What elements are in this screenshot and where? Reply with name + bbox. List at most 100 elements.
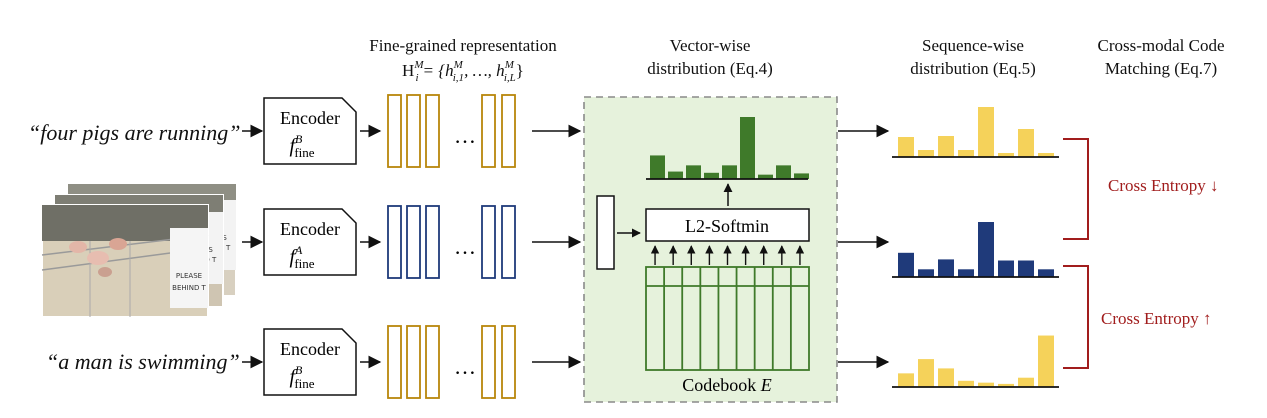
- token-vector: [406, 325, 421, 399]
- bracket-icon-bottom: [1063, 265, 1089, 369]
- video-frames-image: LEAS HIND T LEAS HIND T PLEASE BEHIND T: [41, 183, 237, 318]
- vector-wise-bars: [650, 117, 809, 179]
- l2-softmin-box: [645, 208, 810, 242]
- token-vector: [425, 205, 440, 279]
- module-dashed-box: [583, 96, 838, 403]
- sequence-bar: [978, 382, 994, 387]
- encoder-box: [263, 208, 357, 276]
- sequence-bar: [918, 150, 934, 157]
- ellipsis-icon: …: [454, 234, 476, 259]
- sequence-bar: [958, 269, 974, 277]
- token-vector: [481, 325, 496, 399]
- codebook-grid: [645, 266, 810, 371]
- vector-bar: [758, 174, 773, 179]
- vector-bar: [776, 165, 791, 179]
- sequence-wise-line2: distribution (Eq.5): [910, 59, 1036, 78]
- cross-modal-line2: Matching (Eq.7): [1105, 59, 1217, 78]
- vector-bar: [740, 117, 755, 179]
- cross-modal-line1: Cross-modal Code: [1097, 36, 1224, 55]
- encoder-label: Encoder: [280, 219, 340, 239]
- header-cross-modal: Cross-modal Code Matching (Eq.7): [1097, 36, 1224, 78]
- token-vector: [501, 325, 516, 399]
- cross-entropy-bottom: Cross Entropy ↑: [1101, 309, 1212, 328]
- video-frame-front: PLEASE BEHIND T: [41, 204, 209, 318]
- token-vector: [387, 325, 402, 399]
- sequence-bar: [938, 136, 954, 157]
- distribution-module: L2-Softmin Codebook E: [583, 96, 838, 403]
- sequence-bar: [1018, 260, 1034, 277]
- header-vector-wise: Vector-wise distribution (Eq.4): [647, 36, 773, 78]
- vector-bar: [668, 171, 683, 179]
- token-vector: [387, 94, 402, 168]
- sequence-bar: [998, 153, 1014, 157]
- token-vector: [406, 205, 421, 279]
- sequence-bar: [978, 222, 994, 277]
- ellipsis-icon: …: [454, 123, 476, 148]
- encoder-box: [263, 97, 357, 165]
- encoder-label: Encoder: [280, 339, 340, 359]
- sequence-bar: [918, 359, 934, 387]
- svg-text:PLEASE: PLEASE: [176, 272, 202, 280]
- sequence-bar: [998, 260, 1014, 277]
- sequence-bar: [1018, 377, 1034, 387]
- vector-bar: [704, 172, 719, 179]
- sequence-bar: [958, 380, 974, 387]
- codebook-label: Codebook E: [682, 375, 772, 395]
- query-vector-box: [596, 195, 615, 270]
- sequence-bar: [958, 150, 974, 157]
- token-vector: [501, 94, 516, 168]
- token-vector: [387, 205, 402, 279]
- sequence-bar: [1018, 129, 1034, 157]
- sequence-bar: [1038, 269, 1054, 277]
- vector-bar: [722, 165, 737, 179]
- token-vector: [481, 205, 496, 279]
- sequence-bar: [898, 373, 914, 387]
- encoder-label: Encoder: [280, 108, 340, 128]
- input-text-top: “four pigs are running”: [28, 120, 241, 145]
- sequence-bar: [978, 107, 994, 157]
- sequence-bars-mid: [892, 222, 1059, 278]
- vector-bar: [650, 155, 665, 179]
- token-vector: [425, 325, 440, 399]
- bracket-icon-top: [1063, 138, 1089, 240]
- sequence-bars-bot: [892, 335, 1059, 388]
- l2-softmin-label: L2-Softmin: [685, 216, 769, 236]
- ellipsis-icon: …: [454, 354, 476, 379]
- sequence-bar: [938, 368, 954, 387]
- vector-wise-line1: Vector-wise: [670, 36, 751, 55]
- header-sequence-wise: Sequence-wise distribution (Eq.5): [910, 36, 1036, 78]
- sequence-wise-line1: Sequence-wise: [922, 36, 1024, 55]
- token-vector: [501, 205, 516, 279]
- sequence-bar: [1038, 335, 1054, 387]
- input-text-bottom: “a man is swimming”: [46, 349, 240, 374]
- vector-bar: [794, 173, 809, 179]
- encoder-box: [263, 328, 357, 396]
- sequence-bar: [1038, 153, 1054, 157]
- token-vector: [425, 94, 440, 168]
- fine-grained-title: Fine-grained representation: [369, 36, 557, 55]
- sequence-bar: [938, 259, 954, 277]
- sequence-bar: [898, 137, 914, 157]
- sequence-bars-top: [892, 107, 1059, 158]
- sequence-bar: [918, 269, 934, 277]
- sequence-bar: [998, 383, 1014, 387]
- vector-wise-line2: distribution (Eq.4): [647, 59, 773, 78]
- sequence-bar: [898, 252, 914, 277]
- token-vector: [406, 94, 421, 168]
- cross-entropy-top: Cross Entropy ↓: [1108, 176, 1219, 195]
- codebook-arrows: [650, 245, 805, 265]
- codebook-outline: [645, 266, 810, 371]
- vector-bar: [686, 165, 701, 179]
- svg-text:BEHIND T: BEHIND T: [172, 284, 206, 292]
